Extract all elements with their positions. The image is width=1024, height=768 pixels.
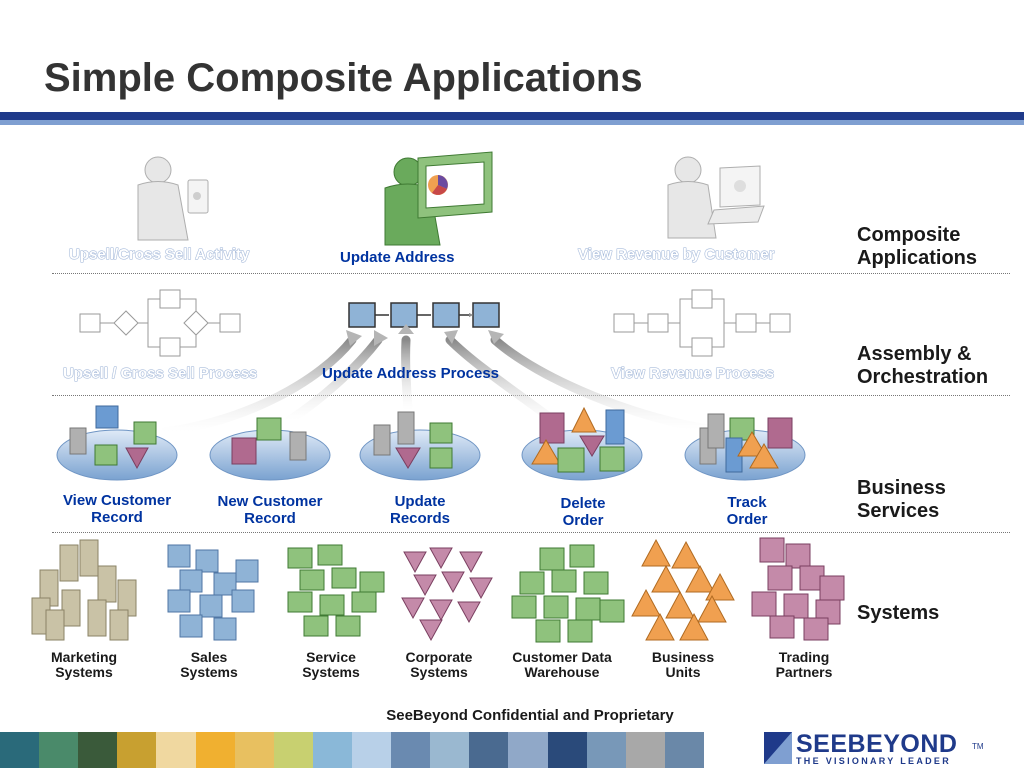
process-label-view-revenue: View Revenue Process [611,365,775,383]
person-monitor-icon [384,151,493,246]
service-systems-cluster [287,544,385,637]
header-bar-navy [0,112,1024,120]
service-label-track-order: Track Order [726,494,768,528]
service-label-view-customer-record: View Customer Record [62,492,172,526]
page-title: Simple Composite Applications [44,56,643,100]
seebeyond-logo-mark [764,732,792,764]
layer-label-composite-applications: Composite Applications [857,224,978,269]
layer-label-systems: Systems [857,602,940,624]
layer-divider [52,532,1010,533]
service-label-update-records: Update Records [389,493,451,527]
service-to-process-arrows [160,335,720,437]
seebeyond-logo: SEEBEYOND TM THE VISIONARY LEADER [762,728,992,768]
marketing-systems-cluster [31,539,137,641]
sales-systems-cluster [167,544,259,641]
service-label-delete-order: Delete Order [560,495,606,529]
app-label-update-address: Update Address [340,249,455,266]
process-label-update-address: Update Address Process [322,365,500,382]
layer-label-business-services: Business Services [857,477,946,522]
person-tablet-icon [137,156,209,241]
footer-image-strip [0,732,704,768]
upsell-process-flow [79,289,241,357]
layer-label-assembly-orchestration: Assembly & Orchestration [857,343,989,388]
system-label-trading-partners: Trading Partners [775,649,833,680]
system-label-marketing: Marketing Systems [50,649,118,680]
process-label-upsell: Upsell / Gross Sell Process [63,365,258,383]
business-units-cluster [631,538,735,641]
footer-confidential-text: SeeBeyond Confidential and Proprietary [386,707,674,724]
system-label-business-units: Business Units [651,649,715,680]
system-label-sales: Sales Systems [180,649,238,680]
logo-tagline: THE VISIONARY LEADER [796,756,952,766]
system-label-customer-data-warehouse: Customer Data Warehouse [512,649,612,680]
trading-partners-cluster [751,537,845,641]
app-label-view-revenue: View Revenue by Customer [578,246,775,264]
system-label-service: Service Systems [302,649,360,680]
service-disc-view-customer [56,405,178,481]
service-disc-delete-order [521,406,643,481]
logo-name: SEEBEYOND [796,730,958,758]
view-revenue-process-flow [613,289,791,357]
corporate-systems-cluster [401,547,493,642]
service-disc-update-records [359,411,481,481]
logo-tm: TM [972,742,984,751]
header-bar-blue [0,120,1024,125]
app-label-upsell: Upsell/Cross Sell Activity [69,246,250,264]
update-address-process-flow [348,302,500,328]
service-disc-track-order [684,413,806,481]
system-label-corporate: Corporate Systems [405,649,473,680]
layer-divider [52,395,1010,396]
customer-data-warehouse-cluster [511,544,625,643]
person-laptop-icon [667,156,765,239]
layer-divider [52,273,1010,274]
service-label-new-customer-record: New Customer Record [217,493,323,527]
arrow-heads [346,324,504,346]
service-disc-new-customer [209,417,331,481]
